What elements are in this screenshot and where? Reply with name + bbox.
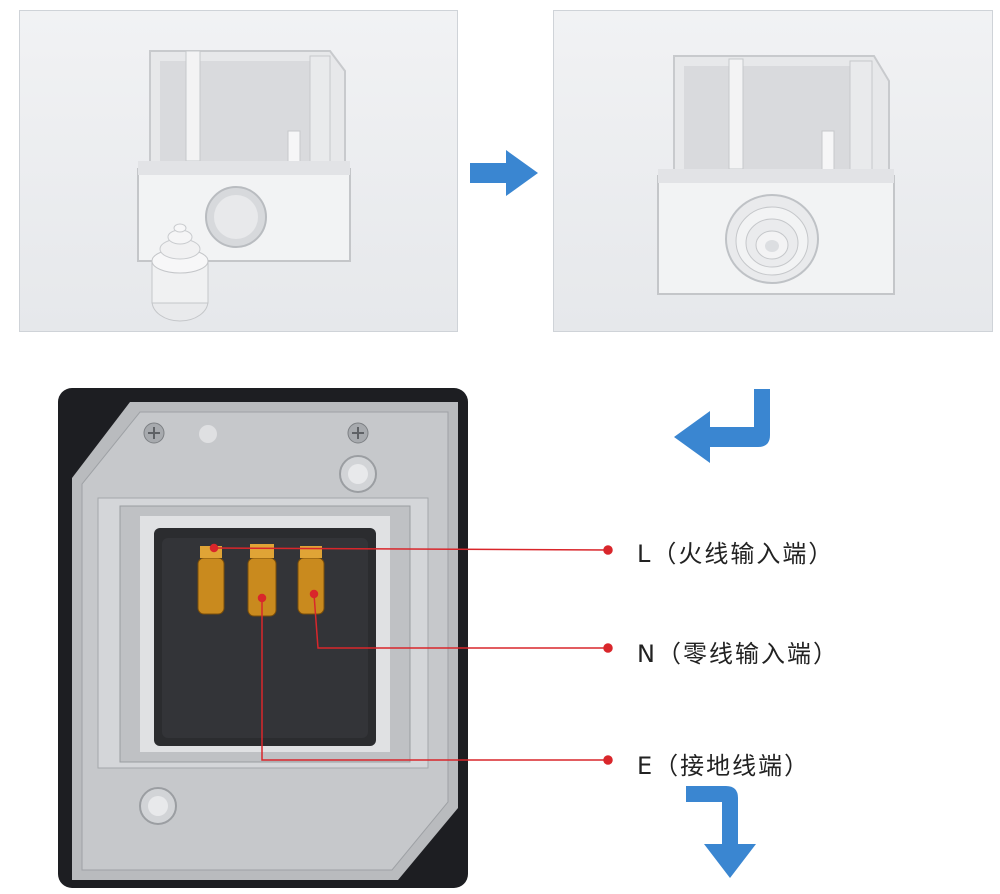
label-neutral-input: N（零线输入端）: [637, 640, 839, 668]
socket-back-wiring-photo: [58, 388, 468, 888]
box-loose-gland-illustration: [137, 50, 351, 322]
arrow-turn-left-icon: [670, 385, 780, 467]
arrow-right-icon: [468, 148, 540, 198]
photo-box-with-loose-gland: [19, 10, 458, 332]
label-live-input: L（火线输入端）: [637, 540, 835, 568]
arrow-turn-down-icon: [680, 782, 772, 882]
socket-back-illustration: [58, 388, 468, 888]
photo-box-with-installed-gland: [553, 10, 993, 332]
label-earth-terminal: E（接地线端）: [637, 752, 811, 780]
box-installed-gland-illustration: [657, 55, 895, 295]
